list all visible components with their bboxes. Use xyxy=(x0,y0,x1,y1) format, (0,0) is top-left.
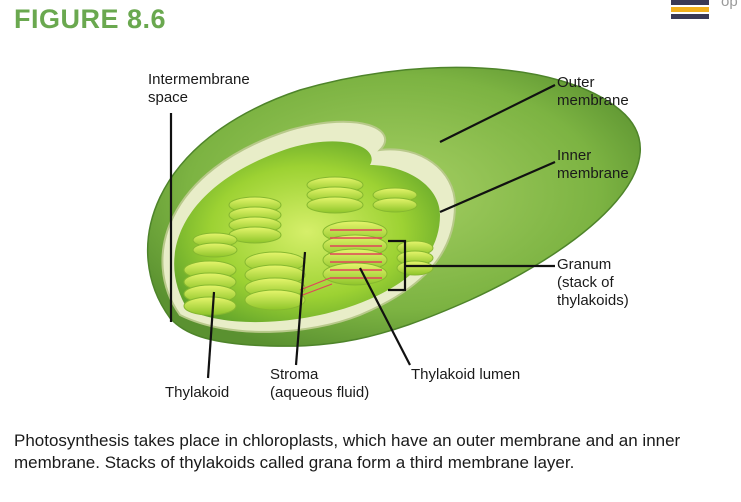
figure-caption: Photosynthesis takes place in chloroplas… xyxy=(14,431,681,472)
leader-thylakoid xyxy=(206,291,216,379)
granum-right xyxy=(396,240,434,276)
label-thylakoid: Thylakoid xyxy=(165,384,230,401)
logo-text: op xyxy=(721,0,738,10)
label-thylakoid-lumen: Thylakoid lumen xyxy=(411,366,521,383)
leader-stroma xyxy=(294,251,307,366)
leader-inner-membrane xyxy=(439,160,556,214)
granum-middle xyxy=(244,251,306,311)
label-granum: Granum (stack of thylakoids) xyxy=(557,256,629,309)
label-inner-membrane: Inner membrane xyxy=(557,147,629,182)
leader-outer-membrane xyxy=(439,84,556,143)
granum-left xyxy=(183,260,237,316)
granum-bracket xyxy=(388,239,407,292)
chloroplast-diagram xyxy=(147,66,641,379)
label-intermembrane-space: Intermembrane space xyxy=(148,71,250,106)
leader-thylakoid-lumen xyxy=(359,267,411,366)
grana-background xyxy=(192,176,418,258)
publisher-logo xyxy=(671,0,709,19)
granum-cutaway xyxy=(299,220,388,297)
label-outer-membrane: Outer membrane xyxy=(557,74,629,109)
label-stroma: Stroma (aqueous fluid) xyxy=(270,366,370,401)
figure-title: FIGURE 8.6 xyxy=(14,4,167,34)
